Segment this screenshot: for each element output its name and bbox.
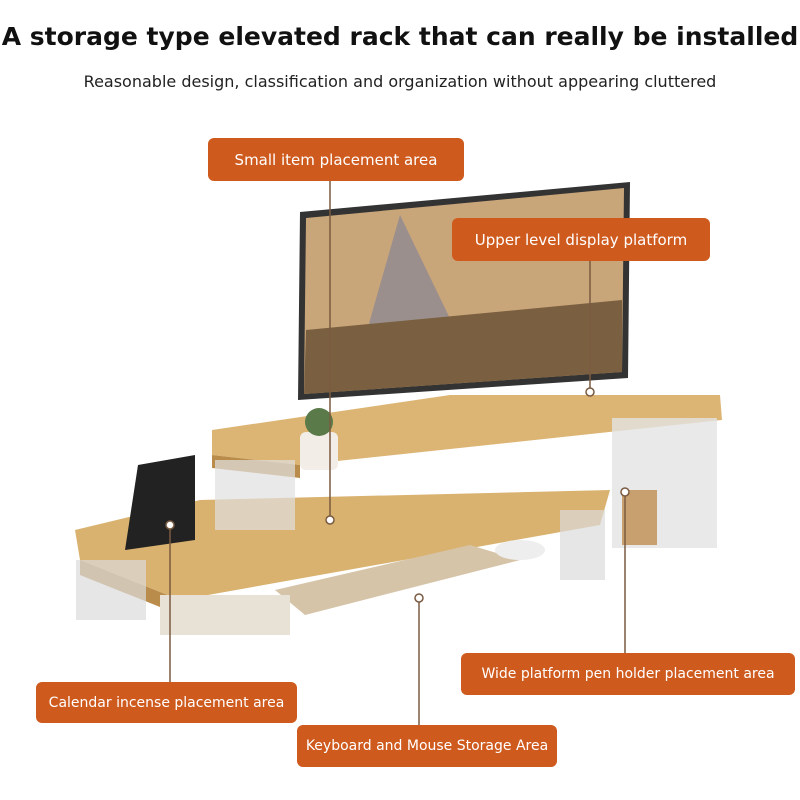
label-calendar-area: Calendar incense placement area [36,682,297,723]
calendar [125,455,195,550]
keyboard [275,545,520,615]
label-upper-platform: Upper level display platform [452,218,710,261]
plant-pot [300,432,338,470]
label-small-item-area: Small item placement area [208,138,464,181]
pen-holder [622,490,657,545]
label-keyboard-area: Keyboard and Mouse Storage Area [297,725,557,767]
label-pen-holder-area: Wide platform pen holder placement area [461,653,795,695]
page-subtitle: Reasonable design, classification and or… [83,72,717,91]
lower-platform [75,490,610,600]
page-title: A storage type elevated rack that can re… [1,22,799,51]
mouse [495,540,545,560]
upper-platform [212,395,722,465]
books [160,595,290,635]
